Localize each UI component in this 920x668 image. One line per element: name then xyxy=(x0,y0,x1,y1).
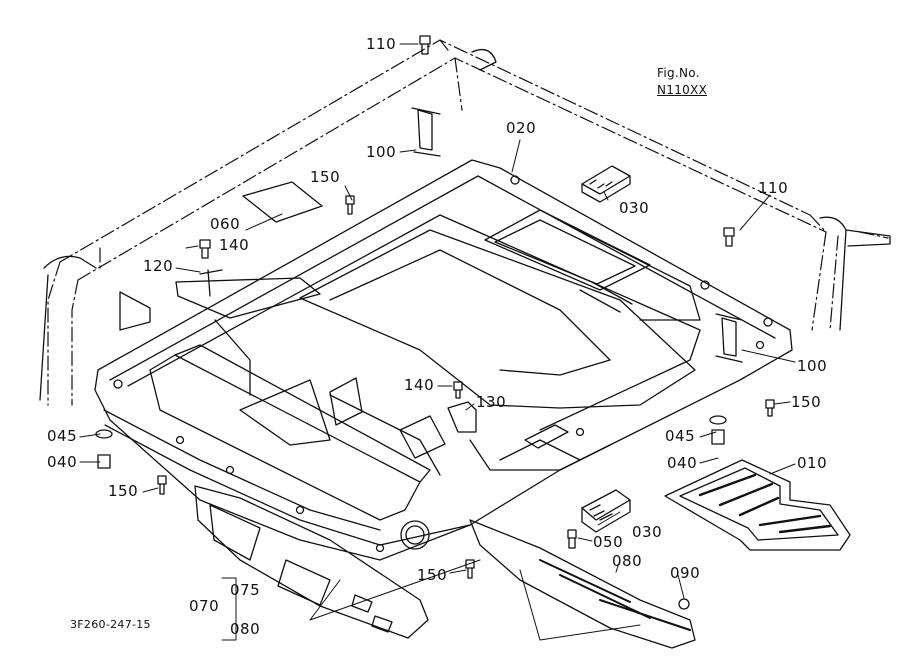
callout-080-left: 080 xyxy=(230,620,261,638)
callout-080-right: 080 xyxy=(612,552,643,570)
figure-number: N110XX xyxy=(657,83,708,97)
callout-130: 130 xyxy=(476,393,507,411)
figure-label: Fig.No. xyxy=(657,66,700,80)
filter-010 xyxy=(664,459,851,551)
callout-045-right: 045 xyxy=(665,427,696,445)
clip-130 xyxy=(447,401,477,433)
callout-100-top: 100 xyxy=(366,143,397,161)
callout-040-left: 040 xyxy=(47,453,78,471)
callout-070: 070 xyxy=(189,597,220,615)
cab-frame xyxy=(47,39,889,406)
callout-100-right: 100 xyxy=(797,357,828,375)
callout-120: 120 xyxy=(143,257,174,275)
roof-panel-020 xyxy=(94,159,793,561)
callout-140-mid: 140 xyxy=(404,376,435,394)
callout-010: 010 xyxy=(797,454,828,472)
callout-110-right: 110 xyxy=(758,179,789,197)
callout-020: 020 xyxy=(506,119,537,137)
callout-030-top: 030 xyxy=(619,199,650,217)
callout-060: 060 xyxy=(210,215,241,233)
front-trim-070 xyxy=(194,485,429,639)
callout-030-bottom: 030 xyxy=(632,523,663,541)
callout-050: 050 xyxy=(593,533,624,551)
leader-lines xyxy=(79,43,796,641)
callout-150-right: 150 xyxy=(791,393,822,411)
drawing-code: 3F260-247-15 xyxy=(70,618,151,631)
bracket-100-right xyxy=(715,313,743,363)
fasteners xyxy=(95,35,775,610)
callout-150-bottom: 150 xyxy=(417,566,448,584)
callout-140-left: 140 xyxy=(219,236,250,254)
callout-110-top: 110 xyxy=(366,35,397,53)
switch-030-bottom xyxy=(581,489,631,533)
deflector-080 xyxy=(469,519,696,649)
cab-frame-outline xyxy=(39,48,891,401)
plate-120 xyxy=(175,277,321,319)
callout-040-right: 040 xyxy=(667,454,698,472)
panel-060 xyxy=(242,181,323,223)
bracket-100-top xyxy=(411,107,441,157)
callout-150-left: 150 xyxy=(108,482,139,500)
callout-090: 090 xyxy=(670,564,701,582)
switch-030-top xyxy=(581,165,631,203)
callout-150-top: 150 xyxy=(310,168,341,186)
callout-075: 075 xyxy=(230,581,261,599)
callout-045-left: 045 xyxy=(47,427,78,445)
